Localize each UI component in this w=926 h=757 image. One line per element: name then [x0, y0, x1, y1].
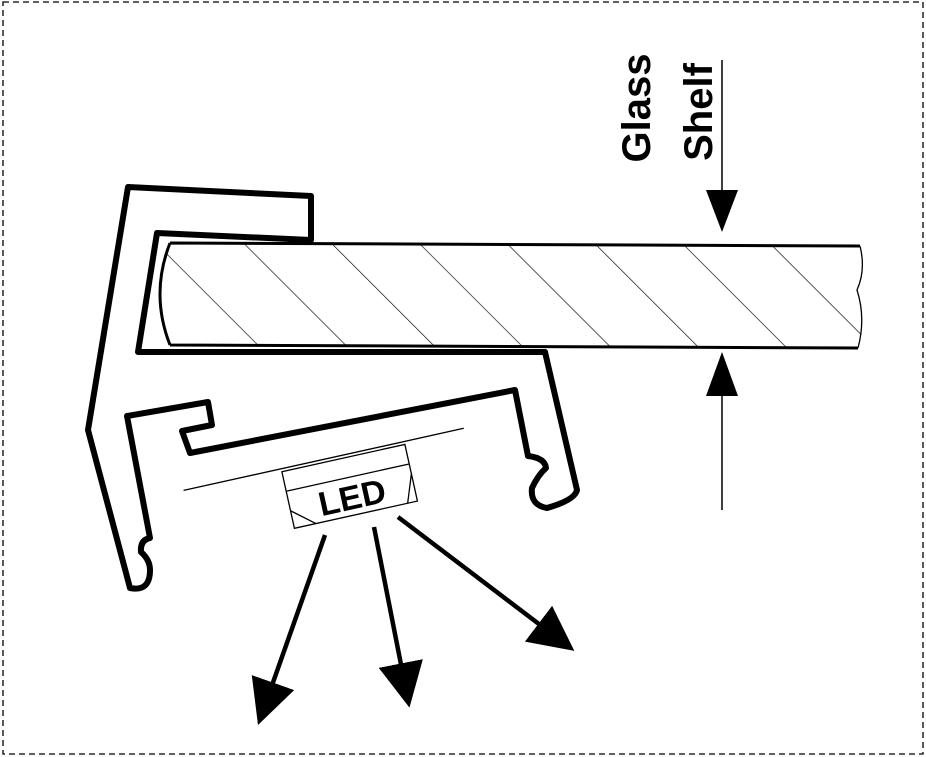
light-ray-arrow-left — [251, 534, 328, 725]
light-ray-arrow-right — [396, 515, 575, 651]
aluminium-profile — [85, 184, 580, 592]
led-label: LED — [315, 472, 390, 524]
light-ray-arrows — [251, 515, 575, 725]
thickness-dimension — [706, 60, 738, 510]
arrow-down-icon — [706, 190, 738, 232]
shelf-label: Shelf — [677, 62, 721, 160]
arrow-up-icon — [706, 352, 738, 396]
light-ray-arrow-center — [371, 526, 423, 708]
glass-shelf — [158, 241, 864, 350]
glass-label: Glass — [615, 54, 659, 163]
